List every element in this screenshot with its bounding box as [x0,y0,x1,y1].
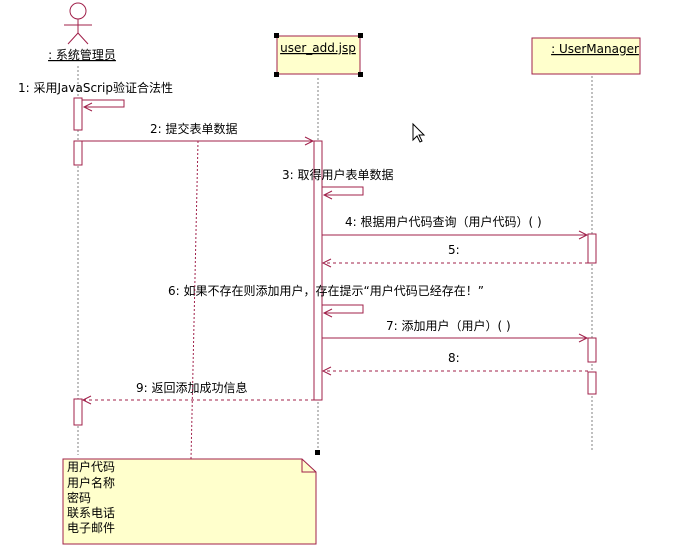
message-4[interactable]: 4: 根据用户代码查询（用户代码）( ) [322,214,589,240]
note-line-1: 用户代码 [67,459,115,474]
message-label: 3: 取得用户表单数据 [282,167,394,182]
actor-leg-right [77,32,89,45]
message-6[interactable]: 6: 如果不存在则添加用户，存在提示“用户代码已经存在！” [168,283,484,318]
arrowhead-icon [322,308,333,318]
actor-admin[interactable]: : 系统管理员 [48,2,116,62]
arrowhead-icon [304,136,315,146]
message-3[interactable]: 3: 取得用户表单数据 [282,167,394,200]
message-label: 9: 返回添加成功信息 [136,380,248,395]
object-manager-label: : UserManager [551,42,639,56]
mouse-cursor-icon [412,122,426,143]
arrowhead-icon [81,395,92,405]
message-9[interactable]: 9: 返回添加成功信息 [81,380,314,405]
message-8[interactable]: 8: [321,351,588,376]
activation-admin-1 [73,97,83,131]
arrowhead-icon [578,230,589,240]
message-arrow [322,186,364,196]
object-box [531,37,641,75]
activation-manager-3 [587,371,597,395]
message-1[interactable]: 1: 采用JavaScrip验证合法性 [18,80,173,112]
lifeline-end-handle[interactable] [315,450,320,455]
note-line-5: 电子邮件 [67,521,115,535]
actor-head-icon [69,2,87,20]
selection-handle-tr[interactable] [358,33,363,38]
message-label: 8: [448,351,460,365]
activation-admin-3 [73,398,83,426]
message-7[interactable]: 7: 添加用户（用户）( ) [322,318,589,343]
arrowhead-icon [578,333,589,343]
message-label: 2: 提交表单数据 [150,121,238,136]
note-line-3: 密码 [67,490,91,505]
arrowhead-icon [82,102,93,112]
arrowhead-icon [321,258,332,268]
note-anchor-line [190,140,199,460]
activation-manager-2 [587,337,597,363]
activation-jsp [313,140,323,401]
message-label: 7: 添加用户（用户）( ) [386,318,511,333]
arrowhead-icon [322,190,333,200]
object-user-add-jsp[interactable]: user_add.jsp [274,33,363,77]
note-line-2: 用户名称 [67,475,115,490]
note[interactable]: 用户代码 用户名称 密码 联系电话 电子邮件 [62,458,317,545]
object-jsp-label: user_add.jsp [280,41,356,55]
actor-leg-left [67,32,79,45]
object-box [276,35,361,75]
note-line-4: 联系电话 [67,506,115,520]
note-fold-icon [301,459,316,473]
message-arrow [82,99,125,108]
note-box [62,458,317,545]
object-user-manager[interactable]: : UserManager [531,37,641,75]
activation-admin-2 [73,140,83,166]
selection-handle-br[interactable] [358,72,363,77]
selection-handle-bl[interactable] [274,72,279,77]
message-label: 6: 如果不存在则添加用户，存在提示“用户代码已经存在！” [168,283,484,298]
message-5[interactable]: 5: [321,243,588,268]
message-arrow [322,304,364,314]
message-label: 1: 采用JavaScrip验证合法性 [18,80,173,95]
selection-handle-tl[interactable] [274,33,279,38]
arrowhead-icon [321,366,332,376]
message-label: 5: [448,243,460,257]
activation-manager-1 [587,233,597,264]
message-label: 4: 根据用户代码查询（用户代码）( ) [345,214,542,229]
actor-admin-label: : 系统管理员 [48,47,116,62]
